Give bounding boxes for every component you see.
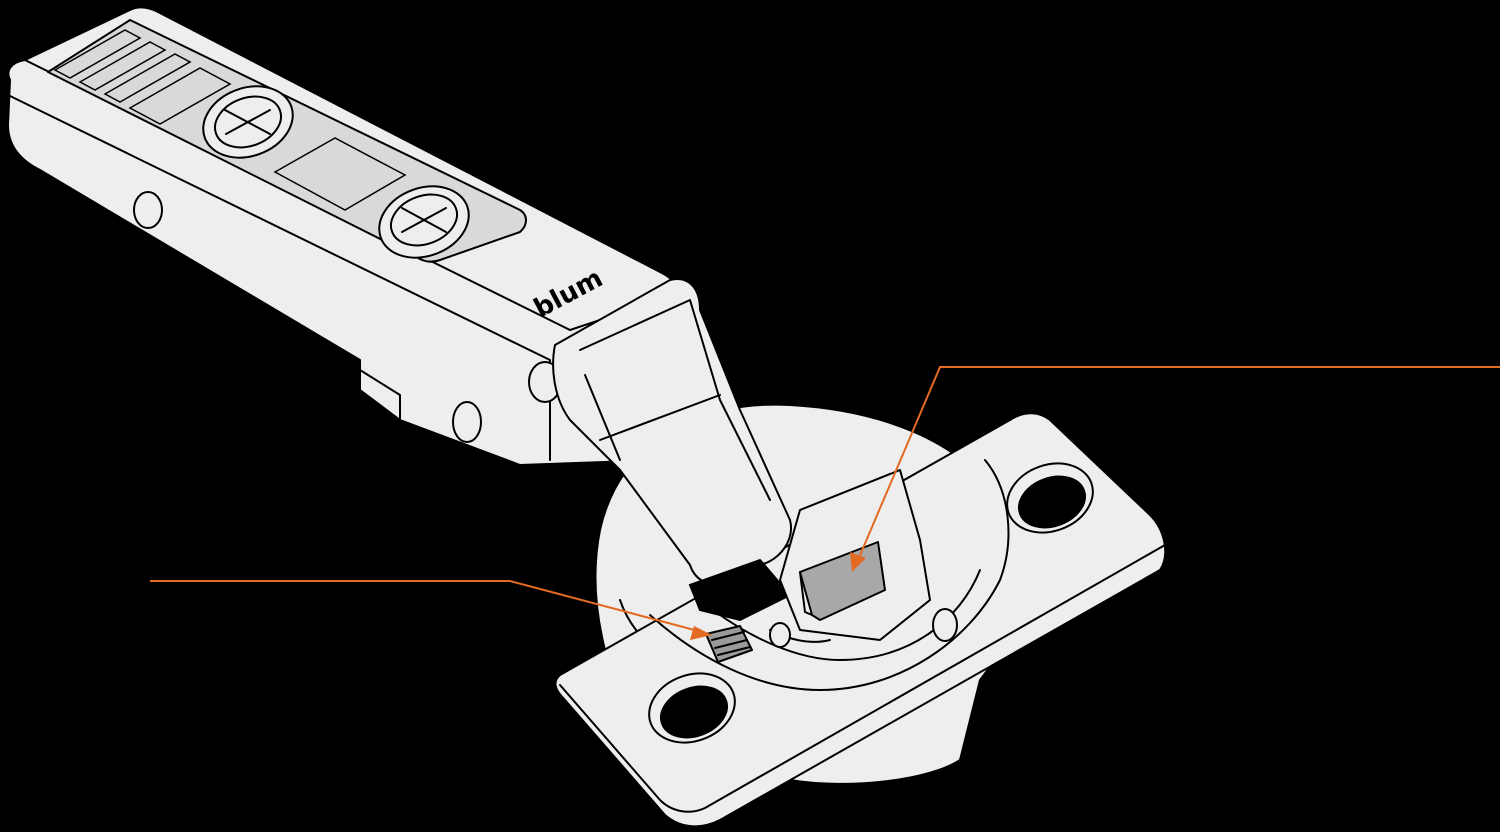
callout-clip-release	[850, 366, 1500, 572]
callout-depth-screw	[150, 580, 712, 640]
hinge-link	[528, 278, 792, 585]
arm-screw-front	[202, 85, 294, 159]
plate-hole-left	[648, 672, 736, 744]
clip-release-lever	[799, 541, 886, 621]
arm-screw-rear	[378, 185, 470, 259]
depth-adjustment-screw	[705, 625, 753, 663]
hinge-gap	[688, 558, 792, 622]
plate-hole-right	[1006, 462, 1094, 534]
